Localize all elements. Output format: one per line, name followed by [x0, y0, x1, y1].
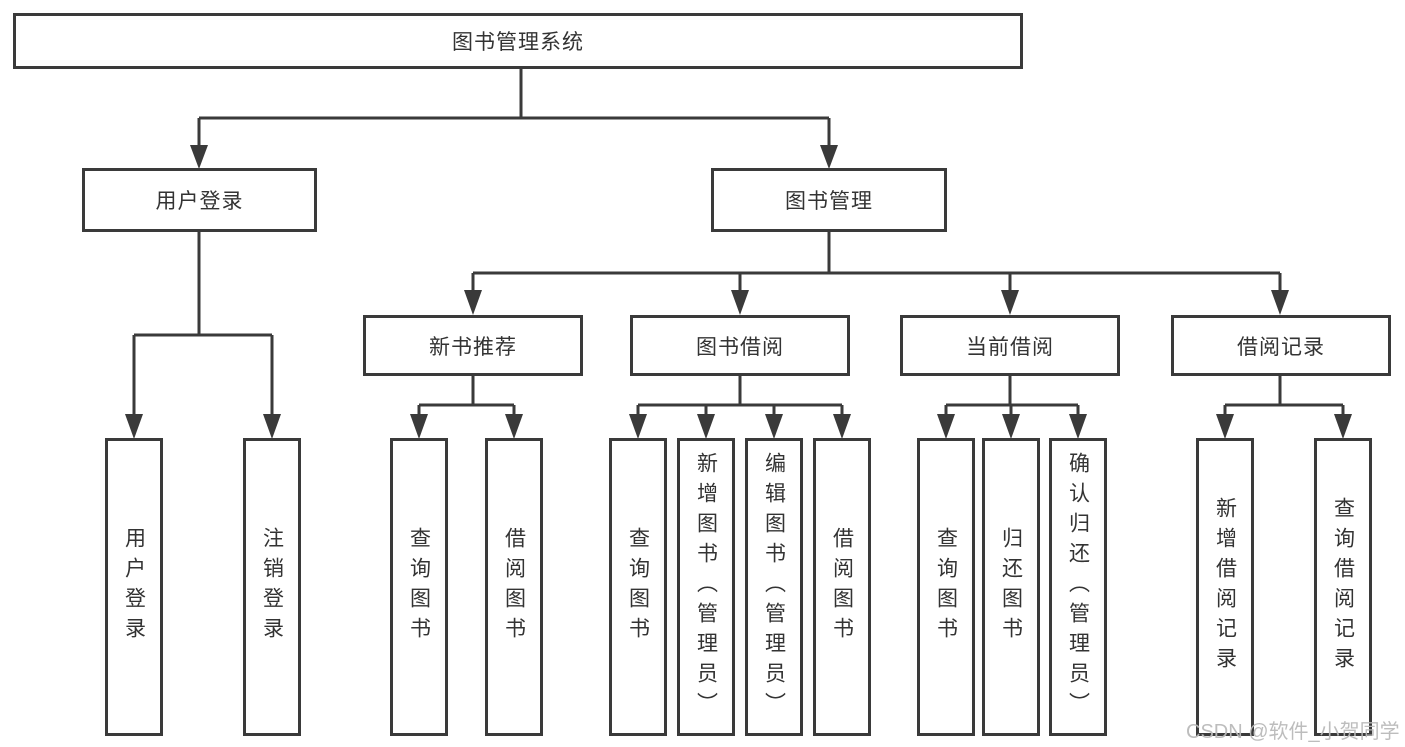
node-library-management-system: 图书管理系统 [13, 13, 1023, 69]
leaf-query-borrow-record: 查询借阅记录 [1314, 438, 1372, 736]
node-label: 新书推荐 [429, 335, 517, 359]
leaf-query-books-recommend: 查询图书 [390, 438, 448, 736]
node-book-borrowing: 图书借阅 [630, 315, 850, 376]
csdn-watermark: CSDN @软件_小贺同学 [1186, 721, 1400, 743]
node-current-borrowing: 当前借阅 [900, 315, 1120, 376]
node-label: 查询借阅记录 [1331, 497, 1355, 677]
node-label: 当前借阅 [966, 335, 1054, 359]
leaf-user-login: 用户登录 [105, 438, 163, 736]
leaf-confirm-return-admin: 确认归还（管理员） [1049, 438, 1107, 736]
node-label: 归还图书 [999, 527, 1023, 647]
node-label: 确认归还（管理员） [1066, 452, 1090, 722]
node-label: 编辑图书（管理员） [762, 452, 786, 722]
node-label: 图书借阅 [696, 335, 784, 359]
node-label: 查询图书 [407, 527, 431, 647]
node-label: 查询图书 [626, 527, 650, 647]
leaf-add-books-admin: 新增图书（管理员） [677, 438, 735, 736]
node-user-login: 用户登录 [82, 168, 317, 232]
node-label: 借阅记录 [1237, 335, 1325, 359]
leaf-logout: 注销登录 [243, 438, 301, 736]
leaf-return-books: 归还图书 [982, 438, 1040, 736]
node-label: 借阅图书 [502, 527, 526, 647]
node-label: 新增借阅记录 [1213, 497, 1237, 677]
leaf-borrow-books-recommend: 借阅图书 [485, 438, 543, 736]
node-label: 借阅图书 [830, 527, 854, 647]
leaf-query-books-current: 查询图书 [917, 438, 975, 736]
node-label: 图书管理系统 [452, 31, 584, 54]
node-label: 查询图书 [934, 527, 958, 647]
node-new-book-recommend: 新书推荐 [363, 315, 583, 376]
node-book-management: 图书管理 [711, 168, 947, 232]
node-label: 新增图书（管理员） [694, 452, 718, 722]
node-label: 图书管理 [785, 190, 873, 213]
node-label: 用户登录 [122, 527, 146, 647]
node-borrowing-records: 借阅记录 [1171, 315, 1391, 376]
leaf-edit-books-admin: 编辑图书（管理员） [745, 438, 803, 736]
node-label: 用户登录 [155, 190, 244, 213]
leaf-add-borrow-record: 新增借阅记录 [1196, 438, 1254, 736]
leaf-query-books-borrowing: 查询图书 [609, 438, 667, 736]
node-label: 注销登录 [260, 527, 284, 647]
leaf-borrow-books: 借阅图书 [813, 438, 871, 736]
